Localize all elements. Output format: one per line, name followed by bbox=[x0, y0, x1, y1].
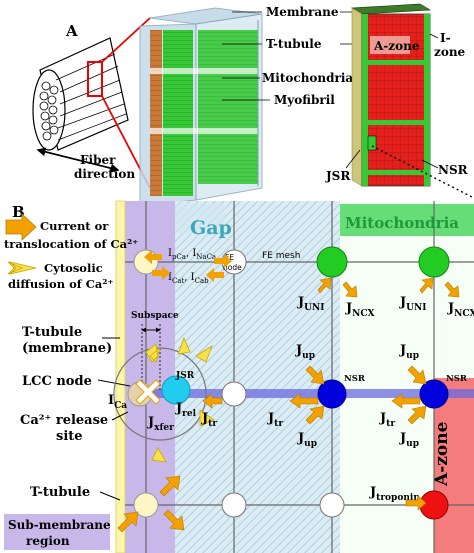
t-tubule-label: T-tubule bbox=[266, 37, 322, 51]
j-up-label-4: Jup bbox=[399, 431, 419, 449]
nsr-node-2 bbox=[419, 379, 449, 409]
mitochondria-fluxes bbox=[317, 277, 460, 298]
membrane-node-bottom bbox=[133, 492, 159, 518]
j-up-label-3: Jup bbox=[399, 343, 419, 361]
fiber-direction-label-2: direction bbox=[74, 167, 135, 181]
mitochondria-title: Mitochondria bbox=[345, 214, 459, 232]
sarcomere-detail-block bbox=[350, 3, 432, 187]
j-uni-label-2: JUNI bbox=[399, 295, 426, 313]
j-up-label-1: Jup bbox=[295, 343, 315, 361]
myofibril-label: Myofibril bbox=[274, 93, 335, 107]
a-zone-label-b: A-zone bbox=[432, 421, 452, 487]
lcc-node-label: LCC node bbox=[22, 374, 92, 389]
membrane-currents: IpCa, INaCa ICat, ICab bbox=[144, 248, 232, 285]
mitochondria-label: Mitochondria bbox=[262, 71, 353, 85]
i-zone-label-1: I- bbox=[440, 31, 451, 45]
ca-release-label-2: site bbox=[56, 429, 83, 444]
sarcomere-block bbox=[139, 7, 263, 207]
j-rel-label: Jrel bbox=[175, 401, 197, 419]
fe-mesh-label: FE mesh bbox=[262, 251, 300, 261]
uptake-arrows bbox=[305, 365, 427, 425]
a-zone-label-a: A-zone bbox=[373, 39, 420, 53]
j-troponin-label: Jtroponin bbox=[369, 485, 420, 503]
diffusion-arrows bbox=[145, 336, 215, 463]
panel-a-label: A bbox=[65, 22, 78, 40]
sub-membrane-label-2: region bbox=[26, 534, 70, 548]
j-uni-label-1: JUNI bbox=[297, 295, 324, 313]
t-tubule-membrane-label-2: (membrane) bbox=[22, 341, 112, 356]
legend-cytosolic-arrow bbox=[7, 261, 37, 275]
mitochondria-node-1 bbox=[316, 246, 348, 278]
jsr-label-b: JSR bbox=[175, 371, 195, 381]
a-zone-region bbox=[434, 378, 474, 553]
legend-current-arrow bbox=[5, 213, 37, 241]
j-ncx-label-2: JNCX bbox=[447, 301, 474, 319]
release-site-cross bbox=[135, 379, 161, 405]
j-up-label-2: Jup bbox=[297, 431, 317, 449]
subspace-label: Subspace bbox=[131, 311, 179, 321]
fe-node-label-2: node bbox=[223, 263, 242, 272]
panel-b: B Current or translocation of Ca²⁺ Cytos… bbox=[4, 200, 474, 553]
gap-title: Gap bbox=[190, 217, 232, 239]
j-tr-label-3: Jtr bbox=[379, 411, 395, 429]
ca-release-label-1: Ca²⁺ release bbox=[20, 413, 108, 428]
svg-text:IpCa, INaCa: IpCa, INaCa bbox=[168, 248, 216, 261]
panel-a: A Fiber direction bbox=[32, 3, 474, 207]
jsr-label-a: JSR bbox=[325, 169, 351, 183]
fe-node-bottom-1 bbox=[221, 492, 247, 518]
sr-network-bar bbox=[140, 389, 474, 398]
t-tubule-membrane-label-1: T-tubule bbox=[22, 325, 82, 340]
legend-current-label-1: Current or bbox=[40, 219, 109, 233]
fiber-bundle bbox=[32, 17, 151, 189]
bottom-membrane-arrows bbox=[117, 475, 185, 533]
nsr-node-1 bbox=[317, 379, 347, 409]
transfer-arrows bbox=[202, 393, 421, 409]
legend-cytosolic-label-2: diffusion of Ca²⁺ bbox=[8, 277, 113, 291]
nsr-label-b-2: NSR bbox=[446, 374, 468, 384]
j-xfer-label: Jxfer bbox=[147, 415, 174, 433]
fe-node-mid bbox=[221, 381, 247, 407]
membrane-label: Membrane bbox=[266, 5, 339, 19]
subspace-width-marker bbox=[141, 324, 161, 390]
j-ncx-label-1: JNCX bbox=[345, 301, 375, 319]
nsr-label-b-1: NSR bbox=[344, 374, 366, 384]
legend-cytosolic-label-1: Cytosolic bbox=[44, 261, 103, 275]
troponin-node bbox=[419, 490, 449, 520]
svg-text:ICat, ICab: ICat, ICab bbox=[168, 272, 209, 285]
fe-node-bottom-2 bbox=[319, 492, 345, 518]
fiber-direction-label-1: Fiber bbox=[80, 153, 116, 167]
j-tr-label-1: Jtr bbox=[201, 411, 217, 429]
mitochondria-node-2 bbox=[418, 246, 450, 278]
t-tubule-strip bbox=[115, 200, 126, 553]
troponin-arrow bbox=[405, 495, 427, 511]
fe-node-label-1: FE bbox=[225, 253, 234, 262]
legend-current-label-2: translocation of Ca²⁺ bbox=[4, 237, 138, 251]
nsr-label-a: NSR bbox=[438, 163, 469, 177]
fiber-direction-arrow bbox=[36, 147, 120, 173]
j-tr-label-2: Jtr bbox=[267, 411, 283, 429]
t-tubule-bottom-label: T-tubule bbox=[30, 485, 90, 500]
panel-b-label: B bbox=[12, 203, 25, 221]
jsr-node bbox=[161, 375, 191, 405]
sub-membrane-label-1: Sub-membrane bbox=[8, 518, 111, 532]
i-ca-label: ICa bbox=[108, 393, 127, 411]
mitochondria-band bbox=[340, 204, 474, 236]
i-zone-label-2: zone bbox=[434, 45, 466, 59]
panel-a-leader-lines bbox=[222, 11, 360, 101]
sub-membrane-label-box bbox=[4, 514, 110, 550]
